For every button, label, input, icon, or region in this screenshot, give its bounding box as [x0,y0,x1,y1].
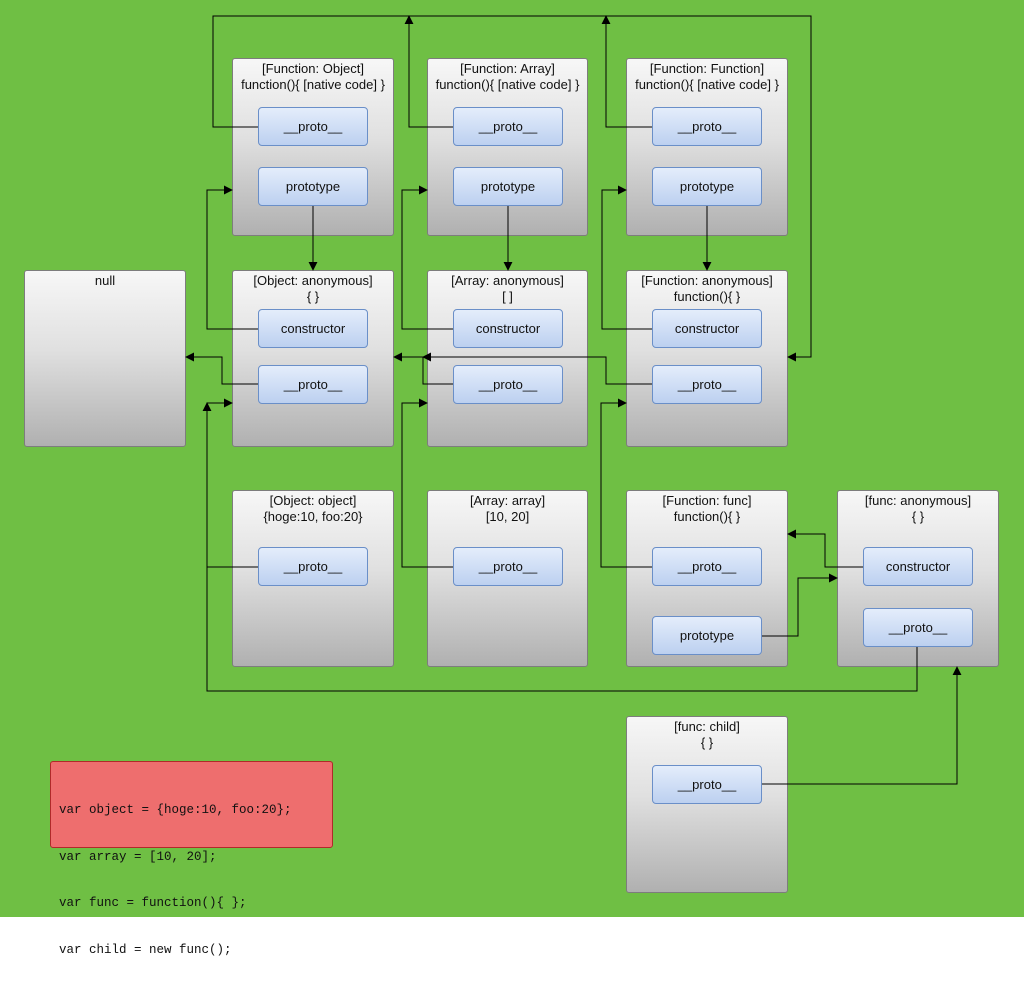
property-prototype: prototype [258,167,368,206]
code-line: var child = new func(); [59,942,232,957]
property-proto: __proto__ [453,107,563,146]
object-title: [Function: func] function(){ } [627,493,787,525]
property-constructor: constructor [863,547,973,586]
property-proto: __proto__ [652,365,762,404]
object-null: null [24,270,186,447]
object-title: null [25,273,185,289]
object-title-line2: { } [700,735,714,750]
object-title-line2: {hoge:10, foo:20} [263,509,363,524]
code-line: var array = [10, 20]; [59,849,217,864]
object-title-line2: function(){ [native code] } [635,77,779,92]
object-title: [func: anonymous] { } [838,493,998,525]
property-proto: __proto__ [258,365,368,404]
edge-child-proto-to-func-anon [762,666,962,785]
object-function-function: [Function: Function] function(){ [native… [626,58,788,236]
object-title-line2: function(){ } [673,289,741,304]
object-title: [Object: object] {hoge:10, foo:20} [233,493,393,525]
object-title-line1: [Function: Array] [460,61,555,76]
object-title-line1: [func: child] [674,719,740,734]
property-proto: __proto__ [652,107,762,146]
object-title-line2: [ ] [502,289,513,304]
object-title-line1: null [94,273,116,288]
object-object-anonymous: [Object: anonymous] { } [232,270,394,447]
property-constructor: constructor [453,309,563,348]
object-title-line1: [Object: object] [269,493,357,508]
object-title-line1: [Object: anonymous] [253,273,373,288]
code-sample: var object = {hoge:10, foo:20}; var arra… [50,761,333,957]
object-title: [Array: anonymous] [ ] [428,273,587,305]
object-title: [Function: Function] function(){ [native… [627,61,787,93]
object-func-child: [func: child] { } [626,716,788,893]
object-title-line2: function(){ [native code] } [241,77,385,92]
property-proto: __proto__ [863,608,973,647]
property-proto: __proto__ [453,365,563,404]
property-proto: __proto__ [652,547,762,586]
object-title-line1: [Function: Object] [262,61,364,76]
object-function-array: [Function: Array] function(){ [native co… [427,58,588,236]
object-title: [Function: Object] function(){ [native c… [233,61,393,93]
object-function-anonymous: [Function: anonymous] function(){ } [626,270,788,447]
object-title-line2: { } [306,289,320,304]
object-title-line1: [Function: anonymous] [641,273,773,288]
object-title-line2: function(){ } [673,509,741,524]
property-proto: __proto__ [258,547,368,586]
object-title-line1: [func: anonymous] [864,493,972,508]
object-title-line2: function(){ [native code] } [435,77,580,92]
property-constructor: constructor [258,309,368,348]
property-prototype: prototype [652,167,762,206]
object-title-line1: [Array: array] [469,493,546,508]
object-title-line1: [Function: Function] [649,61,765,76]
object-title-line1: [Function: func] [662,493,752,508]
property-constructor: constructor [652,309,762,348]
object-title: [Object: anonymous] { } [233,273,393,305]
property-proto: __proto__ [453,547,563,586]
code-line: var func = function(){ }; [59,896,247,910]
property-proto: __proto__ [652,765,762,804]
object-title-line2: { } [911,509,925,524]
diagram-canvas: [Function: Object] function(){ [native c… [0,0,1024,957]
object-function-object: [Function: Object] function(){ [native c… [232,58,394,236]
object-title-line1: [Array: anonymous] [451,273,564,288]
property-prototype: prototype [453,167,563,206]
object-title: [Array: array] [10, 20] [428,493,587,525]
object-array-anonymous: [Array: anonymous] [ ] [427,270,588,447]
code-line: var object = {hoge:10, foo:20}; [59,803,292,817]
object-title-line2: [10, 20] [485,509,530,524]
object-title: [func: child] { } [627,719,787,751]
object-title: [Function: anonymous] function(){ } [627,273,787,305]
object-title: [Function: Array] function(){ [native co… [428,61,587,93]
property-prototype: prototype [652,616,762,655]
property-proto: __proto__ [258,107,368,146]
